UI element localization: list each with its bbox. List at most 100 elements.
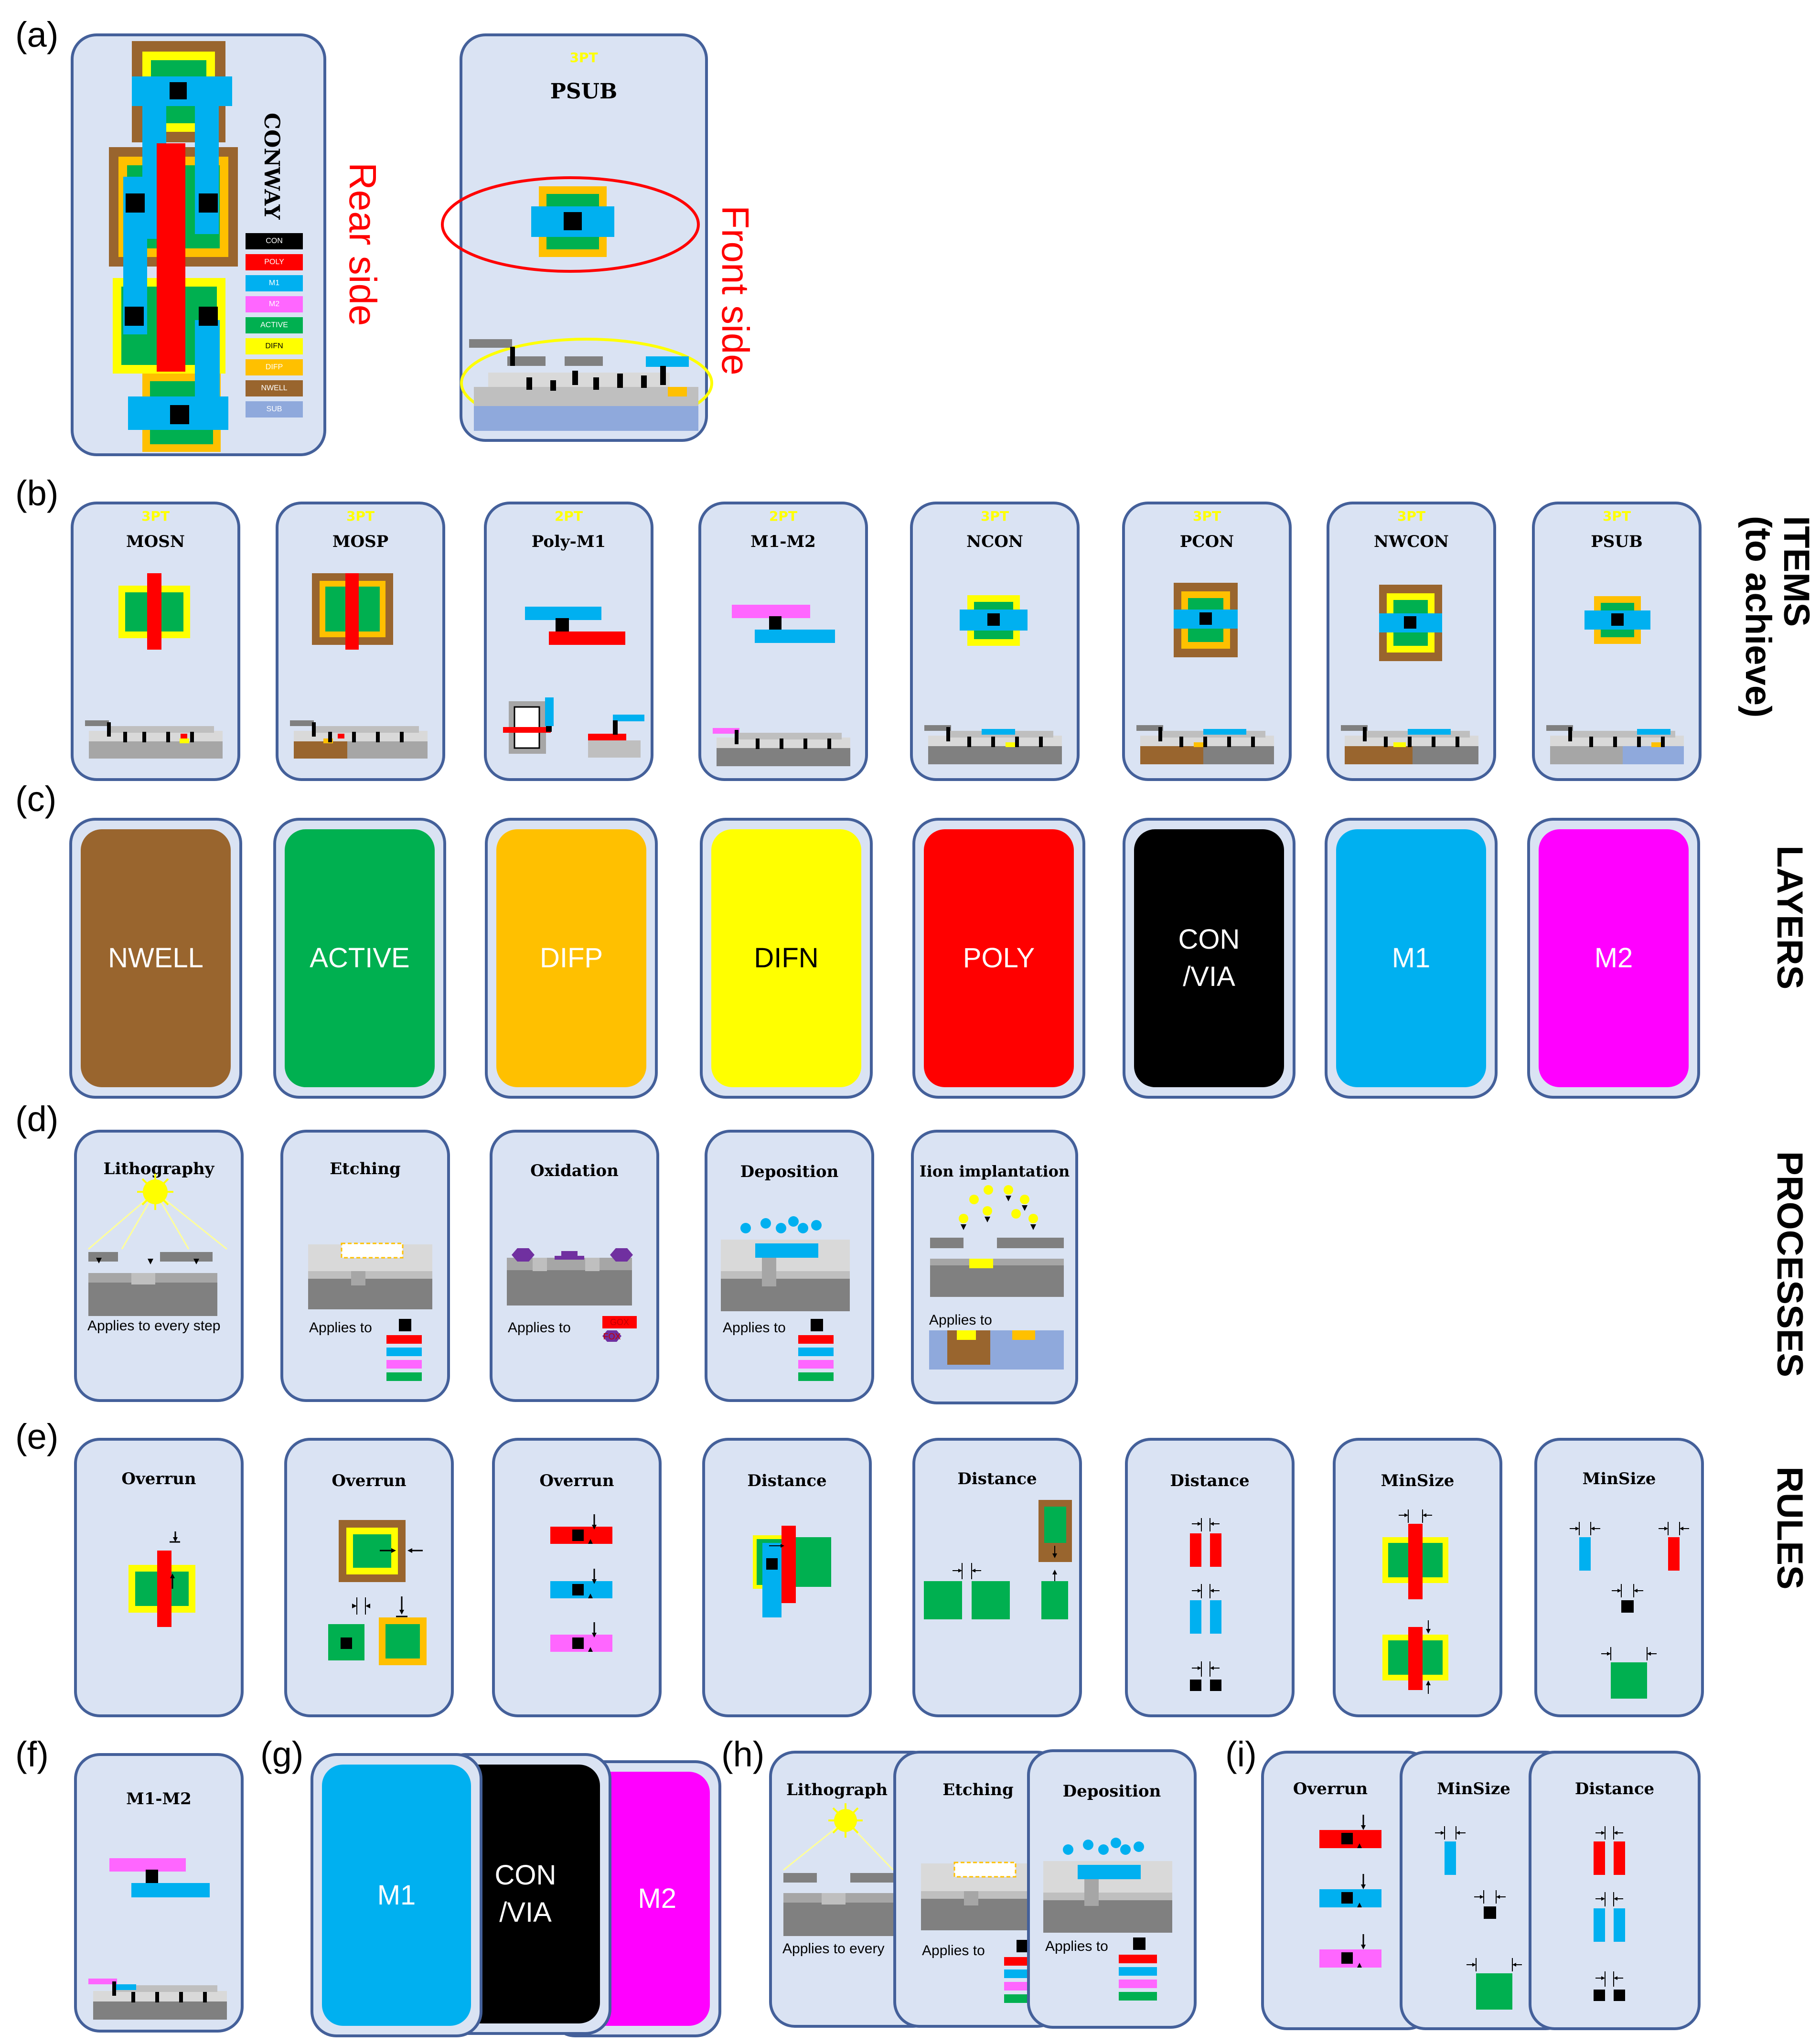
deposition-drawing	[721, 1216, 850, 1381]
card-count: 2PT	[554, 508, 583, 524]
side-label-layers: LAYERS	[1769, 845, 1810, 990]
card-count: 3PT	[569, 50, 598, 65]
card-title: M1-M2	[126, 1789, 192, 1809]
card-title: Oxidation	[530, 1161, 619, 1180]
card-count: 3PT	[141, 508, 170, 524]
oxidation-tag-gox: GOX	[610, 1317, 629, 1327]
m1-m2-f-drawing	[88, 1858, 227, 2020]
card-count: 3PT	[980, 508, 1009, 524]
poly-m1-drawing	[503, 607, 644, 758]
minsize-i-drawing	[1435, 1826, 1522, 2010]
nwcon-drawing	[1341, 585, 1478, 764]
legend-item: NWELL	[246, 380, 303, 396]
legend-item: DIFN	[246, 338, 303, 354]
card-title: MinSize	[1582, 1469, 1656, 1488]
card-title: Distance	[1574, 1779, 1655, 1798]
card-count: 3PT	[1397, 508, 1426, 524]
card-count: 3PT	[1192, 508, 1221, 524]
layer-card-active: ACTIVE	[273, 818, 446, 1099]
oxidation-drawing: GOX FOX	[507, 1248, 637, 1342]
distance-3-drawing	[1190, 1518, 1221, 1691]
rear-side-label: Rear side	[342, 162, 384, 326]
card-title: Distance	[747, 1471, 827, 1490]
rule-card-minsize-2: MinSize	[1534, 1438, 1704, 1717]
panel-label-h: (h)	[721, 1734, 765, 1774]
rule-card-minsize-1: MinSize	[1333, 1438, 1502, 1717]
distance-1-drawing	[753, 1526, 831, 1617]
layer-label: M2	[1539, 829, 1689, 1087]
ncon-drawing	[924, 595, 1062, 764]
card-title: PSUB	[550, 79, 618, 104]
legend-item: DIFP	[246, 359, 303, 375]
rule-card-distance-2: Distance	[912, 1438, 1082, 1717]
card-title: Etching	[942, 1780, 1014, 1799]
lithography-drawing	[88, 1174, 227, 1316]
rule-card-distance-1: Distance	[702, 1438, 872, 1717]
rule-card-overrun-1: Overrun	[74, 1438, 244, 1717]
side-label-processes: PROCESSES	[1769, 1151, 1810, 1378]
card-title: Overrun	[332, 1471, 407, 1490]
panel-label-e: (e)	[15, 1417, 59, 1456]
card-title: Iion implantation	[919, 1162, 1070, 1180]
card-title: PSUB	[1591, 532, 1643, 551]
panel-label-d: (d)	[15, 1099, 59, 1139]
process-note: Applies to	[929, 1312, 992, 1328]
lithography-h-drawing	[783, 1803, 908, 1936]
layer-label: CON /VIA	[1134, 829, 1284, 1087]
psub-drawing	[1546, 596, 1684, 764]
layer-card-m1: M1	[1325, 818, 1498, 1099]
item-card-psub: 3PT PSUB	[1532, 502, 1702, 781]
layer-label: ACTIVE	[285, 829, 435, 1087]
card-title: MOSP	[332, 532, 389, 551]
card-title: Lithography	[103, 1159, 214, 1178]
card-title: Etching	[330, 1159, 401, 1178]
process-note: Applies to every	[782, 1941, 885, 1957]
card-title: NWCON	[1373, 532, 1449, 551]
item-card-m1-m2-f: M1-M2	[74, 1753, 244, 2033]
process-note: Applies to	[1045, 1938, 1108, 1954]
overrun-i-drawing	[1319, 1815, 1381, 1968]
layer-card-difp: DIFP	[485, 818, 658, 1099]
card-title: Overrun	[121, 1469, 196, 1488]
process-note: Applies to	[922, 1943, 985, 1958]
rule-card-distance-i: Distance	[1529, 1751, 1701, 2030]
rule-card-distance-3: Distance	[1125, 1438, 1295, 1717]
layer-label: M1	[322, 1765, 471, 2026]
process-note: Applies to	[508, 1320, 571, 1336]
etching-h-drawing	[921, 1862, 1045, 2003]
legend-item: M1	[246, 275, 303, 291]
card-title: Poly-M1	[531, 532, 606, 551]
item-card-ncon: 3PT NCON	[910, 502, 1080, 781]
layer-label: POLY	[924, 829, 1074, 1087]
panel-label-c: (c)	[15, 779, 57, 819]
mosp-drawing	[290, 573, 428, 759]
card-title: NCON	[966, 532, 1023, 551]
process-card-lithography: Lithography Applies to every step	[74, 1130, 244, 1402]
front-side-label: Front side	[714, 205, 757, 375]
card-count: 2PT	[769, 508, 798, 524]
process-card-oxidation: Oxidation GOX FOX Applies to	[490, 1130, 659, 1402]
minsize-2-drawing	[1570, 1522, 1689, 1699]
legend-item: CON	[246, 233, 303, 249]
layer-label: M1	[1336, 829, 1486, 1087]
rule-card-overrun-3: Overrun	[492, 1438, 662, 1717]
pcon-drawing	[1136, 583, 1274, 764]
item-card-nwcon: 3PT NWCON	[1327, 502, 1496, 781]
card-title: MinSize	[1437, 1779, 1510, 1798]
etching-drawing	[308, 1242, 432, 1381]
overrun-1-drawing	[128, 1531, 195, 1627]
distance-2-drawing	[924, 1500, 1072, 1619]
process-card-ion-implantation: Iion implantation Applies to	[911, 1130, 1078, 1404]
card-psub-front: 3PT PSUB	[441, 33, 713, 442]
card-title: PCON	[1179, 532, 1234, 551]
card-title: M1-M2	[750, 532, 816, 551]
layer-card-nwell: NWELL	[69, 818, 242, 1099]
card-title: Overrun	[1293, 1779, 1368, 1798]
oxidation-tag-fox: FOX	[603, 1332, 621, 1341]
card-title: Deposition	[740, 1162, 839, 1181]
card-title: Lithograph	[786, 1780, 888, 1799]
layer-card-m2: M2	[1527, 818, 1700, 1099]
layer-label: NWELL	[81, 829, 231, 1087]
psub-front-drawing	[441, 176, 713, 431]
